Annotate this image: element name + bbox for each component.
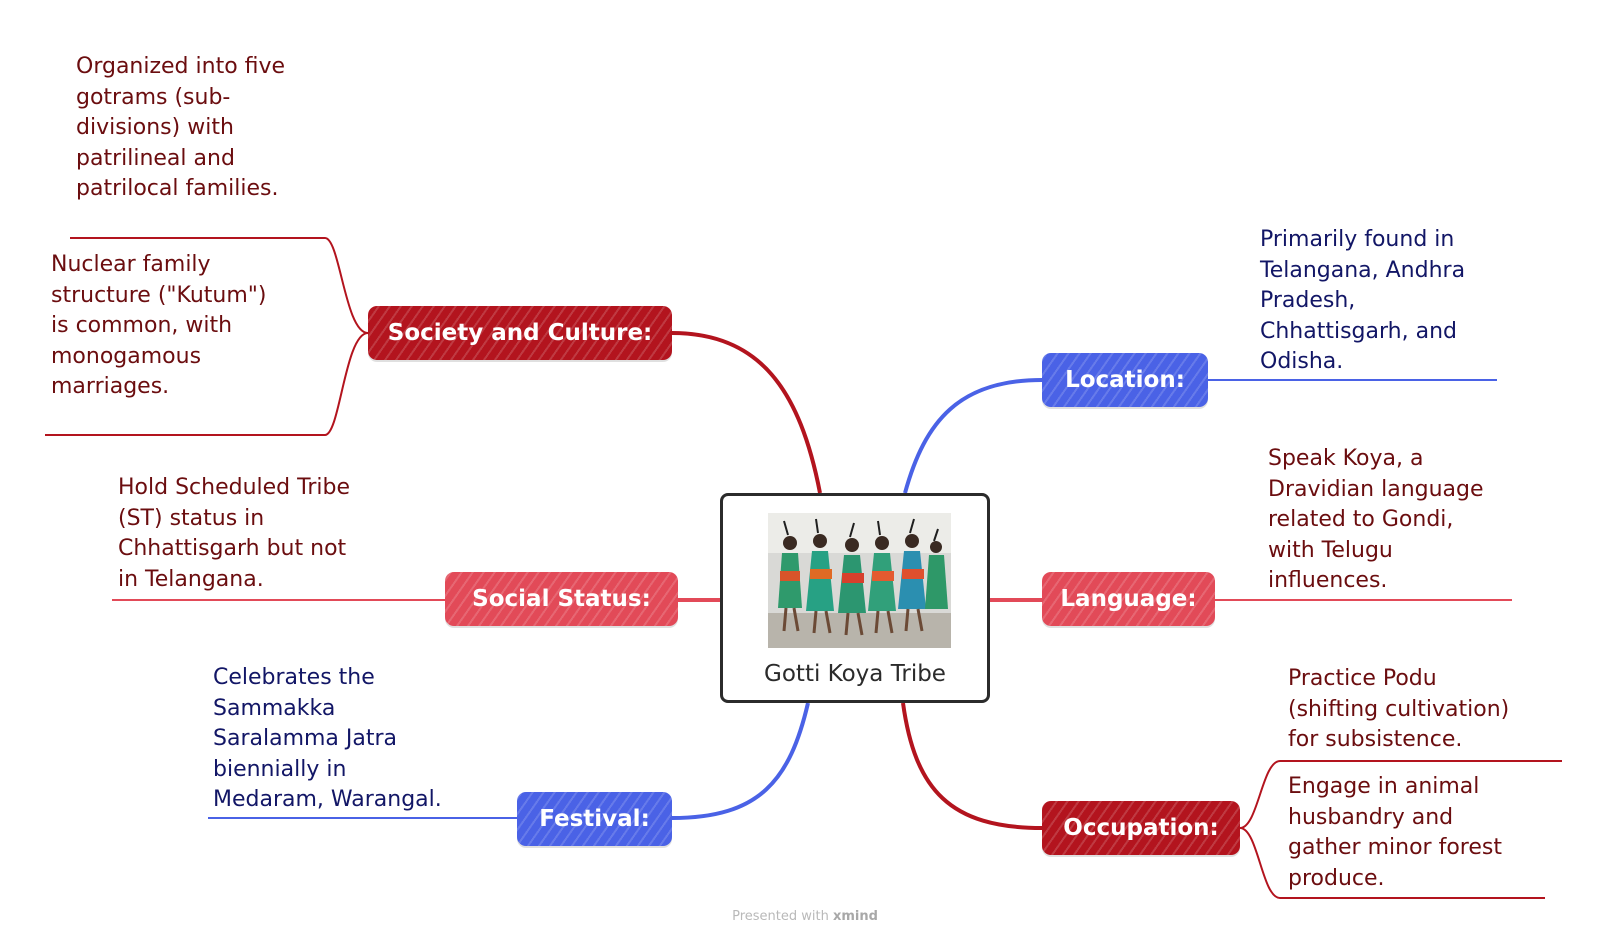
topic-society-and-culture[interactable]: Society and Culture: <box>368 306 672 360</box>
topic-language[interactable]: Language: <box>1042 572 1215 626</box>
connector-society-note-1 <box>70 237 369 334</box>
topic-occupation-label: Occupation: <box>1063 814 1219 841</box>
note-society-gotrams: Organized into five gotrams (sub- divisi… <box>76 54 286 201</box>
topic-occupation[interactable]: Occupation: <box>1042 801 1240 855</box>
watermark-prefix: Presented with <box>732 909 829 924</box>
connector-location <box>903 378 1043 494</box>
topic-social-status[interactable]: Social Status: <box>445 572 678 626</box>
note-language: Speak Koya, a Dravidian language related… <box>1268 446 1484 593</box>
topic-festival[interactable]: Festival: <box>517 792 672 846</box>
presented-with-xmind-watermark: Presented with xmind <box>720 909 890 924</box>
note-location: Primarily found in Telangana, Andhra Pra… <box>1260 227 1466 374</box>
tribe-dance-photo <box>768 513 951 648</box>
connector-festival <box>671 702 810 820</box>
central-topic[interactable]: Gotti Koya Tribe <box>720 493 990 703</box>
connector-occupation <box>901 702 1043 830</box>
topic-festival-label: Festival: <box>539 805 650 832</box>
note-occupation-husbandry: Engage in animal husbandry and gather mi… <box>1288 774 1502 891</box>
note-occupation-podu: Practice Podu (shifting cultivation) for… <box>1288 666 1510 752</box>
connector-society <box>671 331 822 494</box>
connector-occupation-note-1 <box>1239 760 1562 829</box>
topic-location-label: Location: <box>1065 366 1185 393</box>
topic-location[interactable]: Location: <box>1042 353 1208 407</box>
topic-language-label: Language: <box>1060 585 1197 612</box>
central-topic-title: Gotti Koya Tribe <box>764 661 946 687</box>
note-social-status: Hold Scheduled Tribe (ST) status in Chha… <box>118 475 350 592</box>
watermark-brand: xmind <box>832 909 878 924</box>
note-festival: Celebrates the Sammakka Saralamma Jatra … <box>213 665 442 812</box>
connector-society-note-2 <box>45 332 369 436</box>
note-society-nuclear-family: Nuclear family structure ("Kutum") is co… <box>51 252 267 399</box>
topic-social-status-label: Social Status: <box>472 585 651 612</box>
topic-society-and-culture-label: Society and Culture: <box>387 319 653 346</box>
connector-occupation-note-2 <box>1239 827 1545 899</box>
